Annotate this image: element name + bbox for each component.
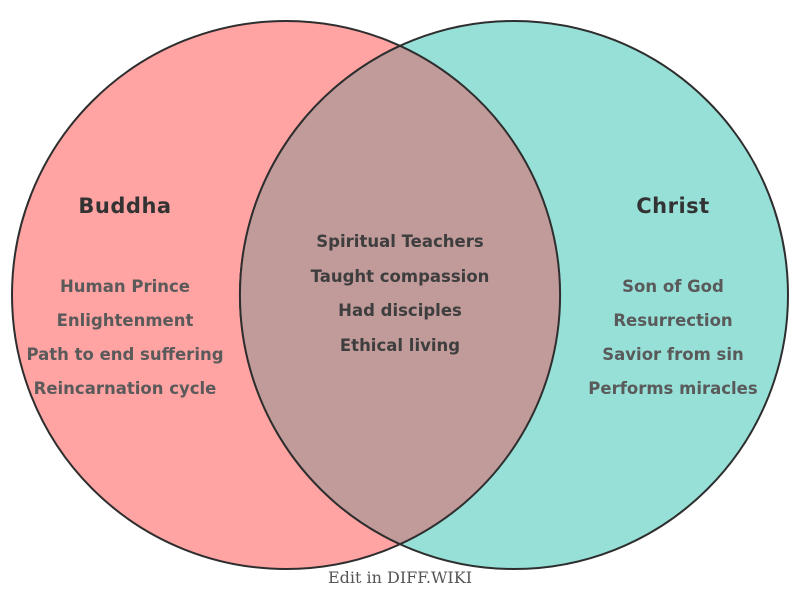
right-item: Performs miracles	[588, 379, 758, 398]
right-set-items: Son of God Resurrection Savior from sin …	[548, 270, 798, 406]
overlap-item: Had disciples	[338, 301, 462, 320]
left-set-title: Buddha	[78, 194, 172, 218]
overlap-lens	[238, 44, 562, 546]
overlap-items: Spiritual Teachers Taught compassion Had…	[250, 225, 550, 363]
overlap-item: Ethical living	[339, 335, 461, 355]
left-item: Human Prince	[60, 277, 190, 296]
overlap-item: Spiritual Teachers	[316, 232, 484, 251]
left-set-items: Human Prince Enlightenment Path to end s…	[0, 270, 250, 406]
right-item: Son of God	[622, 277, 724, 296]
edit-in-diffwiki-link[interactable]: Edit in DIFF.WIKI	[327, 568, 473, 587]
left-item: Enlightenment	[56, 311, 194, 330]
footer: Edit in DIFF.WIKI	[0, 568, 800, 588]
overlap-item: Taught compassion	[310, 266, 490, 286]
right-set-title: Christ	[636, 194, 710, 218]
left-item: Reincarnation cycle	[33, 379, 217, 398]
left-item: Path to end suffering	[26, 345, 224, 364]
right-item: Resurrection	[613, 311, 733, 330]
right-item: Savior from sin	[602, 345, 744, 364]
